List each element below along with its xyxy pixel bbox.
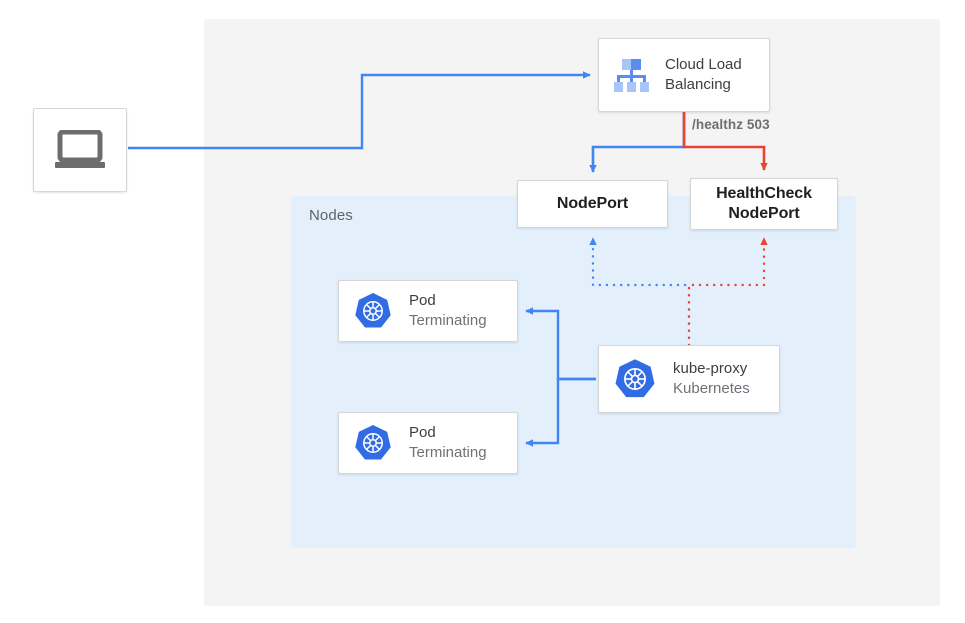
cloud-load-balancing-icon (609, 53, 653, 97)
kube-proxy-label: kube-proxy Kubernetes (673, 359, 750, 400)
healthz-status-label: /healthz 503 (692, 117, 770, 132)
pod-status-2: Terminating (409, 444, 487, 461)
nodeport-node[interactable]: NodePort (517, 180, 668, 228)
laptop-icon (54, 129, 106, 170)
pod-node-2[interactable]: Pod Terminating (338, 412, 518, 474)
pod-title-1: Pod (409, 291, 436, 309)
nodes-group-label: Nodes (309, 207, 353, 224)
cloud-load-balancing-label: Cloud Load Balancing (665, 55, 742, 96)
client-node[interactable] (33, 108, 127, 192)
kubernetes-icon (353, 291, 393, 331)
cloud-load-balancing-node[interactable]: Cloud Load Balancing (598, 38, 770, 112)
pod-label-2: Pod Terminating (409, 423, 487, 464)
healthcheck-nodeport-label-line1: HealthCheck (716, 185, 812, 202)
kubernetes-icon (613, 357, 657, 401)
cloud-load-balancing-title-line1: Cloud Load (665, 55, 742, 73)
pod-title-2: Pod (409, 423, 436, 441)
cloud-load-balancing-title-line2: Balancing (665, 76, 731, 93)
kube-proxy-title: kube-proxy (673, 359, 748, 377)
healthcheck-nodeport-label-line2: NodePort (728, 205, 800, 222)
healthcheck-nodeport-node[interactable]: HealthCheck NodePort (690, 178, 838, 230)
pod-label-1: Pod Terminating (409, 291, 487, 332)
kube-proxy-subtitle: Kubernetes (673, 380, 750, 397)
pod-node-1[interactable]: Pod Terminating (338, 280, 518, 342)
kube-proxy-node[interactable]: kube-proxy Kubernetes (598, 345, 780, 413)
nodeport-label: NodePort (556, 195, 629, 212)
pod-status-1: Terminating (409, 312, 487, 329)
healthcheck-nodeport-label: HealthCheck NodePort (716, 184, 812, 224)
kubernetes-icon (353, 423, 393, 463)
